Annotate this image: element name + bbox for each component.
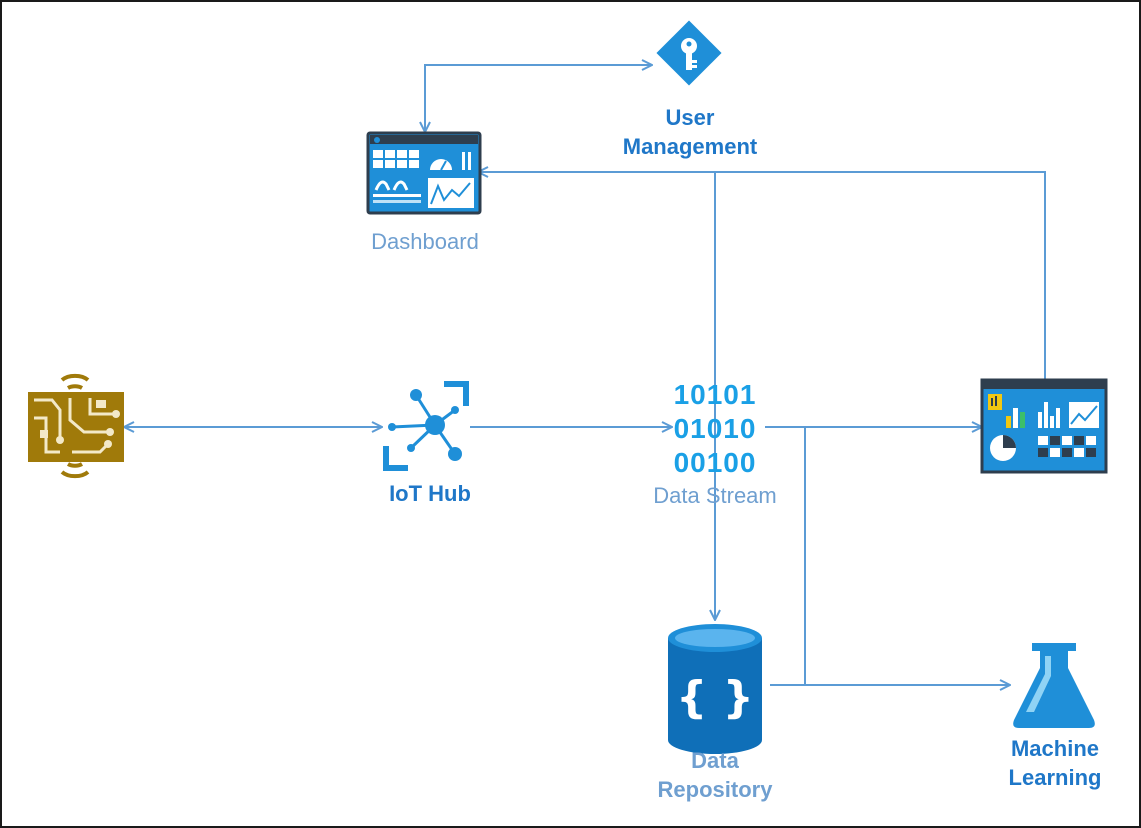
iot-hub-label: IoT Hub [389,481,471,506]
powerbi-report-icon [980,378,1108,474]
flask-icon [1013,643,1095,728]
database-braces-icon: { } [668,624,762,754]
machine-learning-label: Machine Learning [990,734,1120,792]
binary-line-1: 10101 [673,379,757,410]
iot-hub-icon [383,381,469,471]
machine-learning-label-line2: Learning [1008,765,1102,790]
user-management-label: User Management [615,103,765,161]
data-stream-binary: 10101 01010 00100 [660,378,770,480]
edge-powerbi-dashboard [478,172,1046,380]
dashboard-label: Dashboard [371,229,479,254]
machine-learning-label-line1: Machine [1010,736,1100,761]
data-stream-label: Data Stream [653,483,777,508]
edge-dashboard-user-management [425,65,652,132]
dashboard-window-icon [366,131,482,215]
data-repository-label-line2: Repository [657,777,773,802]
user-management-label-line2: Management [622,134,758,159]
circuit-board-sensor-icon [28,373,124,479]
binary-line-2: 01010 [673,413,757,444]
binary-line-3: 00100 [673,447,757,478]
data-repository-label: Data Repository [640,746,790,804]
svg-text:{ }: { } [676,672,754,723]
user-management-label-line1: User [665,105,715,130]
key-diamond-icon [656,20,722,86]
data-repository-label-line1: Data [691,748,739,773]
